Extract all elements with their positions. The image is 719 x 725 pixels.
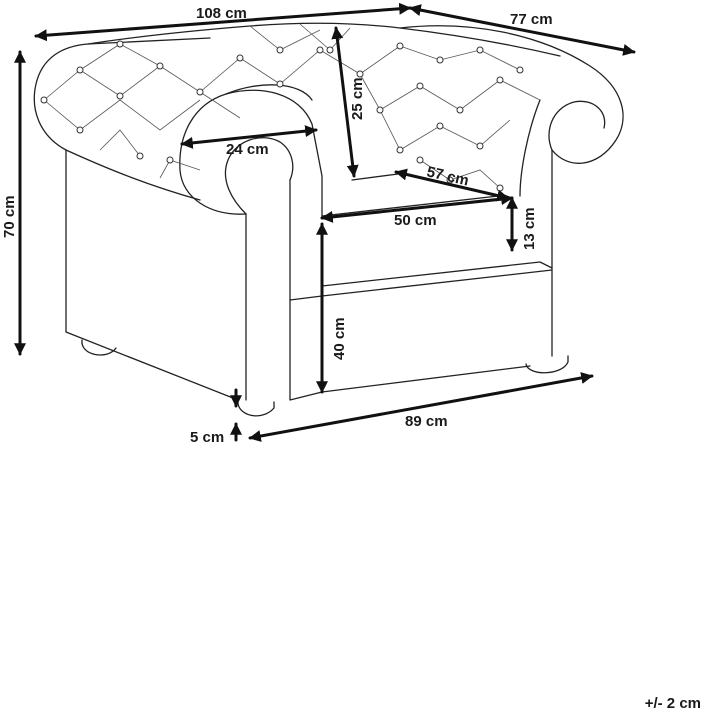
left-back-roll xyxy=(33,37,211,151)
depth-arrow xyxy=(408,4,636,56)
left-arm-scroll xyxy=(179,89,323,217)
arm-width-arrow xyxy=(180,125,318,149)
back-tufted-lower-edge xyxy=(65,149,201,201)
seat-width-arrow xyxy=(320,193,514,223)
right-arm-inner-edge xyxy=(519,99,541,197)
seat-height-label: 40 cm xyxy=(331,317,348,360)
right-front-leg xyxy=(525,355,569,374)
dimension-arrows xyxy=(13,2,636,442)
seat-width-label: 50 cm xyxy=(394,212,437,229)
cushion-height-label: 13 cm xyxy=(521,207,538,250)
left-side-panel xyxy=(65,149,239,401)
leg-height-label: 5 cm xyxy=(190,429,224,446)
depth-label: 77 cm xyxy=(510,11,553,28)
arm-width-label: 24 cm xyxy=(226,141,269,158)
right-arm-roll-inner xyxy=(548,100,606,151)
left-front-leg xyxy=(81,339,117,356)
width-arrow xyxy=(34,2,412,42)
front-left-leg xyxy=(237,399,275,417)
seat-front-top xyxy=(321,261,553,287)
height-label: 70 cm xyxy=(1,195,18,238)
width-label: 108 cm xyxy=(196,5,247,22)
base-width-arrow xyxy=(248,372,594,442)
left-arm-top-line xyxy=(225,84,313,101)
back-height-label: 25 cm xyxy=(349,77,366,120)
seat-base-line xyxy=(321,365,531,393)
back-height-arrow xyxy=(331,26,359,178)
dimension-labels: 108 cm 77 cm 70 cm 25 cm 24 cm 57 cm 50 … xyxy=(1,5,553,446)
seat-front-bottom xyxy=(289,299,323,401)
base-width-label: 89 cm xyxy=(405,413,448,430)
tolerance-note: +/- 2 cm xyxy=(644,695,701,712)
